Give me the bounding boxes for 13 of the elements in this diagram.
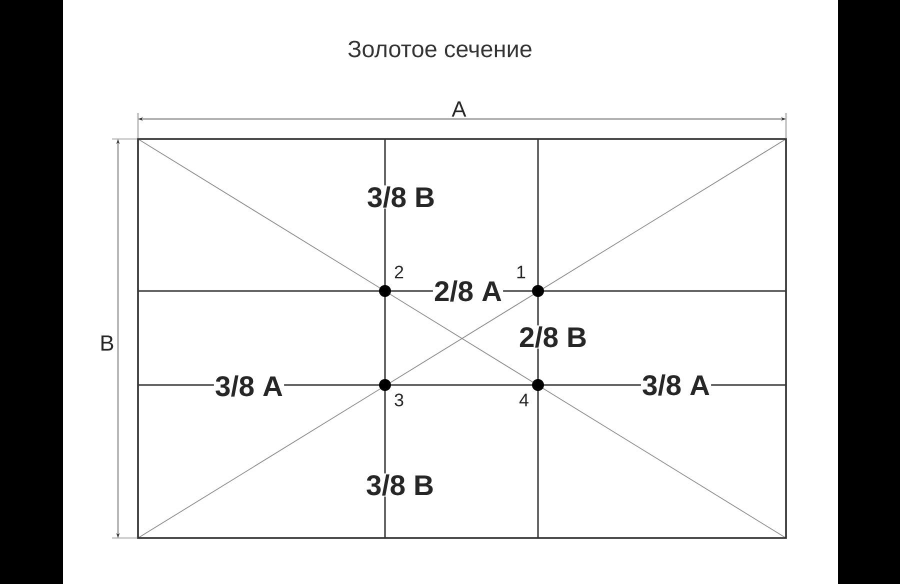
point-number: 2 — [394, 266, 404, 278]
title: Золотое сечение — [348, 40, 532, 58]
dimension-label: B — [101, 335, 114, 351]
point-number: 3 — [394, 394, 404, 406]
fraction-label: 2/8 A — [432, 279, 504, 303]
dimension-label: A — [452, 101, 466, 117]
fraction-label: 3/8 B — [366, 185, 436, 209]
point-number: 1 — [517, 266, 526, 278]
fraction-label: 3/8 B — [364, 473, 436, 497]
fraction-label: 2/8 B — [518, 325, 588, 349]
fraction-label: 3/8 A — [214, 374, 284, 398]
point-number: 4 — [519, 394, 528, 406]
fraction-label: 3/8 A — [640, 373, 712, 397]
